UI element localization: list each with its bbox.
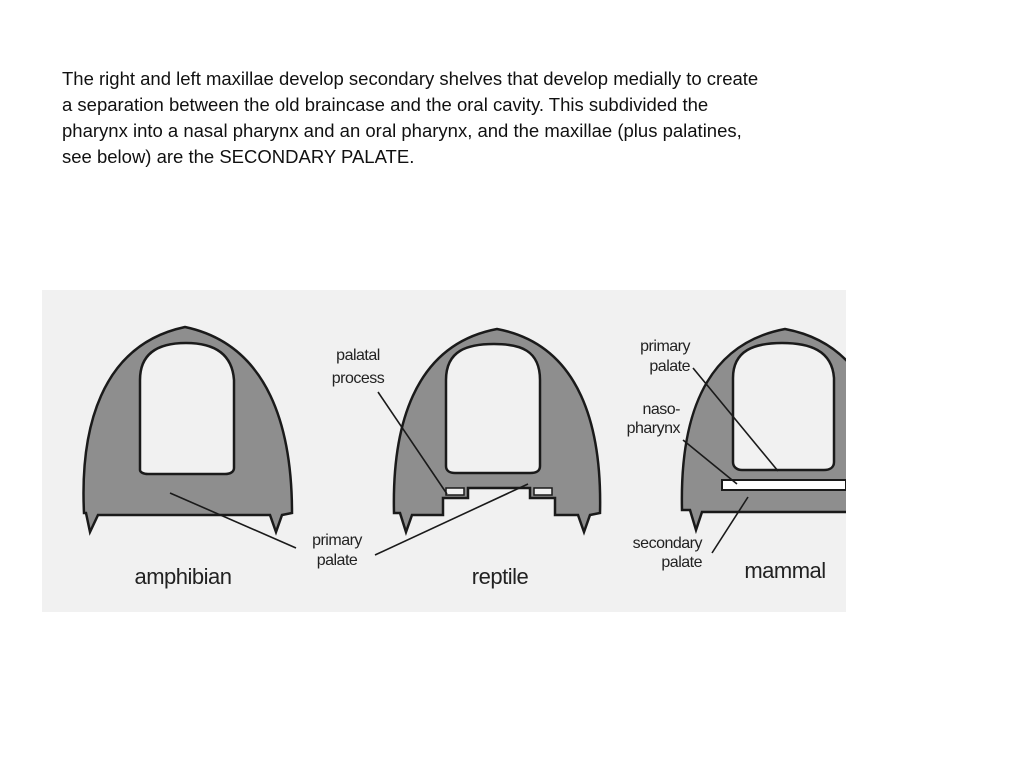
- reptile-skull: [392, 327, 602, 536]
- text-line: The right and left maxillae develop seco…: [62, 68, 759, 89]
- label-mammal-primary-palate: palate: [649, 358, 690, 375]
- text-line: see below) are the SECONDARY PALATE.: [62, 146, 415, 167]
- label-palatal-process: palatal: [336, 347, 380, 364]
- label-reptile: reptile: [472, 564, 529, 589]
- label-mammal-primary-palate: primary: [640, 338, 690, 355]
- body-text: The right and left maxillae develop seco…: [62, 66, 982, 170]
- amphibian-skull: [82, 325, 294, 536]
- label-primary-palate: palate: [317, 552, 358, 569]
- leader-lines: [169, 367, 779, 556]
- label-palatal-process: process: [332, 370, 385, 387]
- label-mammal: mammal: [744, 558, 825, 583]
- label-primary-palate: primary: [312, 532, 362, 549]
- text-line: pharynx into a nasal pharynx and an oral…: [62, 120, 742, 141]
- label-naso-pharynx: naso-: [642, 401, 680, 418]
- palate-diagram: palatal process primary palate primary p…: [42, 290, 846, 612]
- label-amphibian: amphibian: [134, 564, 231, 589]
- secondary-palate-bar: [721, 479, 846, 491]
- label-secondary-palate: secondary: [633, 535, 703, 552]
- mammal-skull: [680, 327, 846, 535]
- label-naso-pharynx: pharynx: [627, 420, 681, 437]
- label-secondary-palate: palate: [661, 554, 702, 571]
- text-line: a separation between the old braincase a…: [62, 94, 709, 115]
